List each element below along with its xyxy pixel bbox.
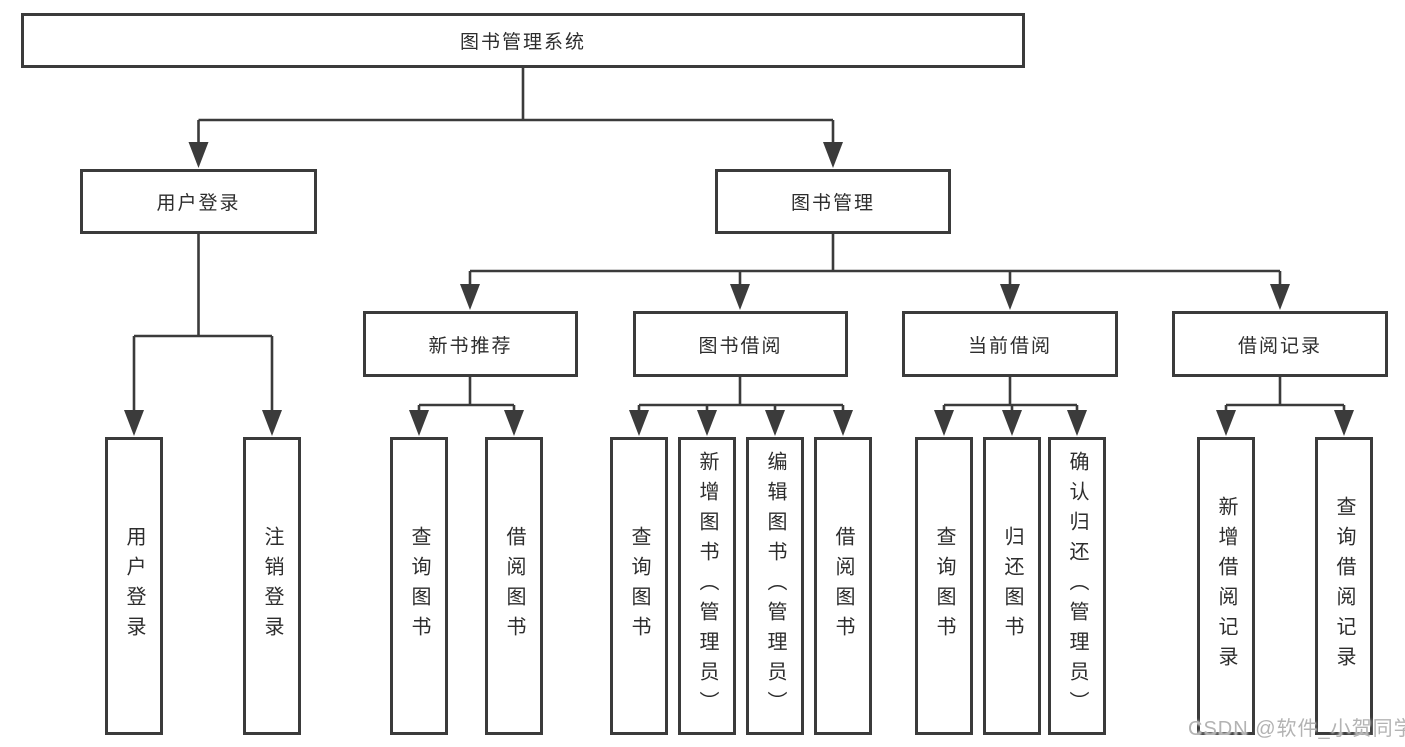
node-new-book-recommendation-label: 新书推荐 bbox=[428, 335, 513, 357]
node-user-login-label: 用户登录 bbox=[156, 193, 241, 214]
node-borrowing-records-label: 借阅记录 bbox=[1237, 335, 1322, 357]
leaf-borrow-books-borrowing: 借阅图书 bbox=[814, 437, 872, 735]
leaf-add-borrowing-record: 新增借阅记录 bbox=[1197, 437, 1255, 735]
leaf-borrow-books-recommend: 借阅图书 bbox=[485, 437, 543, 735]
connector-user-login-to-leaves bbox=[124, 234, 282, 436]
leaf-query-books-current-label: 查询图书 bbox=[933, 526, 955, 646]
csdn-watermark: CSDN @软件_小贺同学 bbox=[1188, 718, 1405, 740]
leaf-logout-action-label: 注销登录 bbox=[261, 526, 283, 646]
leaf-add-borrowing-record-label: 新增借阅记录 bbox=[1215, 496, 1237, 676]
leaf-confirm-return-admin: 确认归还（管理员） bbox=[1048, 437, 1106, 735]
node-user-login: 用户登录 bbox=[80, 169, 317, 234]
leaf-return-books-label: 归还图书 bbox=[1001, 526, 1023, 646]
connector-borrowing-records-to-leaves bbox=[1216, 377, 1354, 436]
node-book-borrowing: 图书借阅 bbox=[633, 311, 848, 377]
leaf-logout-action: 注销登录 bbox=[243, 437, 301, 735]
node-book-borrowing-label: 图书借阅 bbox=[698, 335, 783, 357]
leaf-user-login-action: 用户登录 bbox=[105, 437, 163, 735]
node-new-book-recommendation: 新书推荐 bbox=[363, 311, 578, 377]
connector-book-management-to-level3 bbox=[460, 234, 1290, 310]
leaf-borrow-books-borrowing-label: 借阅图书 bbox=[832, 526, 854, 646]
leaf-add-books-admin: 新增图书（管理员） bbox=[678, 437, 736, 735]
leaf-edit-books-admin: 编辑图书（管理员） bbox=[746, 437, 804, 735]
node-borrowing-records: 借阅记录 bbox=[1172, 311, 1388, 377]
leaf-user-login-action-label: 用户登录 bbox=[123, 526, 145, 646]
node-book-management: 图书管理 bbox=[715, 169, 951, 234]
connector-book-borrowing-to-leaves bbox=[629, 377, 853, 436]
leaf-query-borrowing-record-label: 查询借阅记录 bbox=[1333, 496, 1355, 676]
leaf-query-books-borrowing-label: 查询图书 bbox=[628, 526, 650, 646]
connector-root-to-level2 bbox=[188, 68, 843, 168]
connector-current-borrowing-to-leaves bbox=[934, 377, 1087, 436]
leaf-query-borrowing-record: 查询借阅记录 bbox=[1315, 437, 1373, 735]
connector-new-book-recommendation-to-leaves bbox=[409, 377, 524, 436]
node-library-management-system: 图书管理系统 bbox=[21, 13, 1025, 68]
leaf-add-books-admin-label: 新增图书（管理员） bbox=[696, 451, 718, 721]
node-current-borrowing-label: 当前借阅 bbox=[967, 335, 1052, 357]
leaf-return-books: 归还图书 bbox=[983, 437, 1041, 735]
leaf-query-books-borrowing: 查询图书 bbox=[610, 437, 668, 735]
node-library-management-system-label: 图书管理系统 bbox=[459, 32, 586, 53]
leaf-borrow-books-recommend-label: 借阅图书 bbox=[503, 526, 525, 646]
node-book-management-label: 图书管理 bbox=[790, 193, 875, 214]
leaf-query-books-current: 查询图书 bbox=[915, 437, 973, 735]
leaf-edit-books-admin-label: 编辑图书（管理员） bbox=[764, 451, 786, 721]
leaf-confirm-return-admin-label: 确认归还（管理员） bbox=[1066, 451, 1088, 721]
leaf-query-books-recommend-label: 查询图书 bbox=[408, 526, 430, 646]
leaf-query-books-recommend: 查询图书 bbox=[390, 437, 448, 735]
node-current-borrowing: 当前借阅 bbox=[902, 311, 1118, 377]
